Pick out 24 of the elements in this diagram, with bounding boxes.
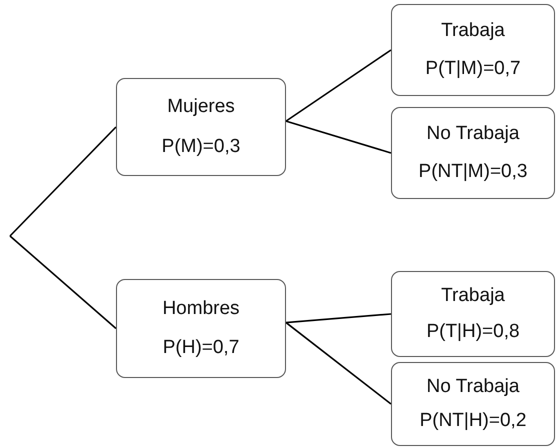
- branch-label: No Trabaja: [426, 376, 520, 398]
- probability-text: P(T|H)=0,8: [426, 320, 520, 343]
- probability-box: [116, 78, 286, 176]
- probability-box: [391, 4, 555, 96]
- branch-line: [286, 120, 392, 154]
- probability-box: [391, 362, 555, 446]
- probability-box: [391, 107, 555, 199]
- branch-label: Trabaja: [441, 285, 505, 308]
- probability-text: P(T|M)=0,7: [425, 58, 521, 80]
- probability-text: P(NT|H)=0,2: [420, 410, 526, 432]
- branch-label: Hombres: [162, 298, 240, 320]
- branch-line: [9, 126, 117, 237]
- probability-box: [391, 271, 555, 357]
- branch-label: Mujeres: [167, 96, 235, 118]
- branch-line: [9, 235, 117, 330]
- branch-label: Trabaja: [441, 20, 505, 42]
- probability-box: [116, 279, 286, 378]
- branch-line: [286, 322, 392, 405]
- branch-line: [286, 313, 392, 324]
- branch-label: No Trabaja: [426, 123, 520, 146]
- probability-text: P(H)=0,7: [162, 337, 240, 360]
- probability-text: P(M)=0,3: [162, 136, 240, 158]
- probability-text: P(NT|M)=0,3: [418, 160, 528, 183]
- branch-line: [286, 49, 392, 122]
